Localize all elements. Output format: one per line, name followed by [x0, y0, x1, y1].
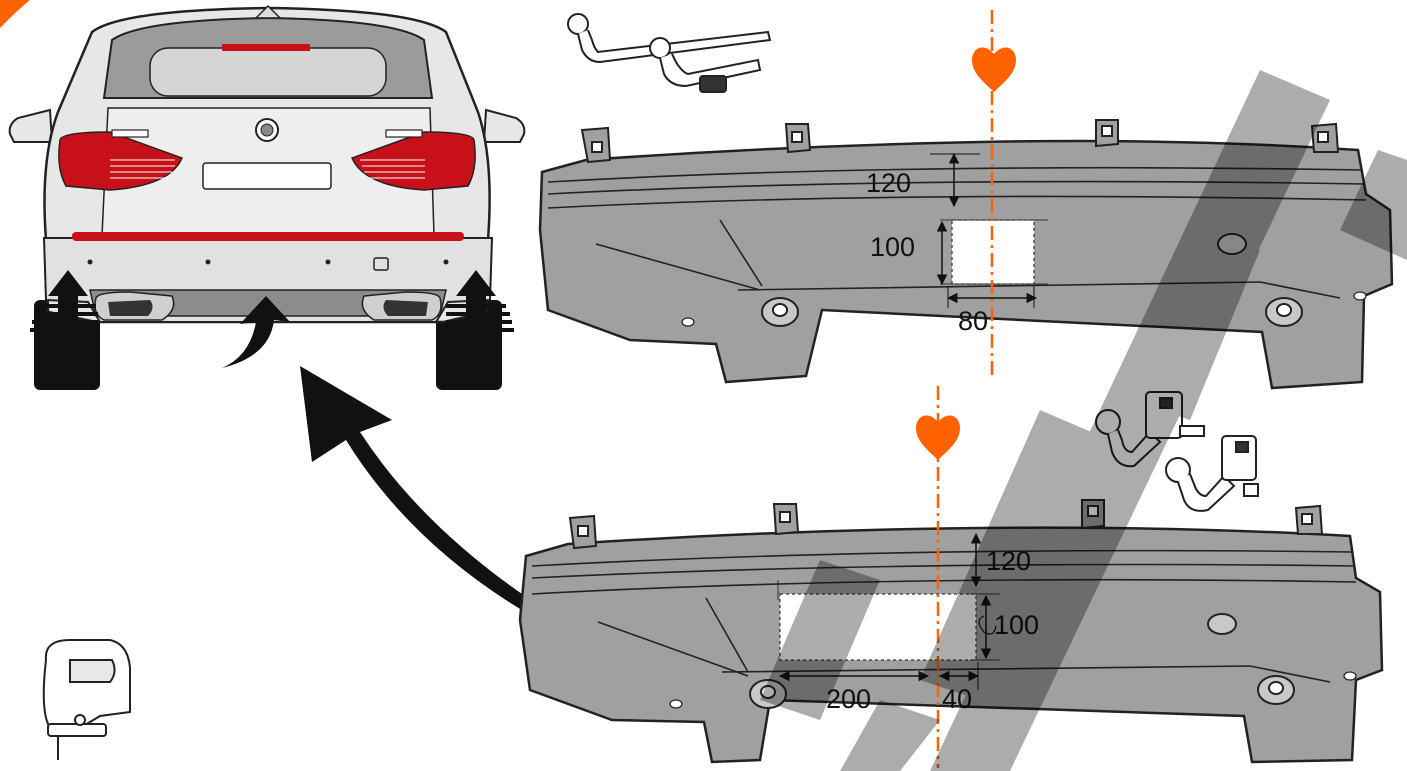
electric-towbar-icon — [1095, 391, 1259, 512]
dim-100-bottom: 100 — [994, 610, 1039, 640]
dim-40-bottom: 40 — [942, 684, 972, 714]
watermark — [760, 70, 1407, 771]
bumper-panel-top: 120 100 80 — [538, 119, 1394, 390]
center-curved-arrow — [222, 296, 290, 368]
heart-center-marker-icon-bottom — [916, 415, 960, 460]
cutout-area-bottom — [779, 593, 977, 661]
detachable-towbar-icon — [567, 13, 772, 93]
dim-80-top: 80 — [958, 306, 988, 336]
side-arrow-right — [446, 270, 514, 340]
dim-120-bottom: 120 — [986, 546, 1031, 576]
heart-center-marker-icon — [972, 47, 1016, 92]
dim-200-bottom: 200 — [826, 684, 871, 714]
side-arrow-left — [30, 270, 98, 340]
dim-100-top: 100 — [870, 232, 915, 262]
dim-120-top: 120 — [866, 168, 911, 198]
jigsaw-icon — [42, 639, 131, 760]
bumper-panel-bottom: 120 100 200 40 — [518, 499, 1384, 764]
car-rear-view — [0, 0, 526, 390]
